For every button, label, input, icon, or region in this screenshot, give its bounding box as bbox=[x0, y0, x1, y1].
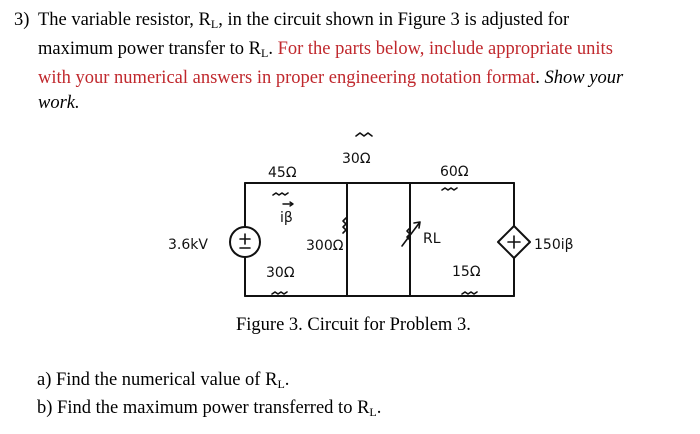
label-r-top-right: 60Ω bbox=[440, 164, 469, 180]
problem-parts: a) Find the numerical value of RL. b) Fi… bbox=[37, 368, 381, 424]
current-arrow bbox=[282, 201, 294, 207]
label-r-top-mid: 30Ω bbox=[342, 151, 371, 167]
problem-line-2: maximum power transfer to RL. For the pa… bbox=[38, 39, 613, 60]
units-instruction-cont: with your numerical answers in proper en… bbox=[38, 68, 536, 88]
voltage-source-plus bbox=[239, 233, 251, 249]
resistor-mid bbox=[342, 217, 347, 234]
part-a: a) Find the numerical value of RL. bbox=[37, 370, 290, 391]
dependent-source-diamond bbox=[497, 225, 531, 259]
part-b: b) Find the maximum power transferred to… bbox=[37, 398, 382, 419]
label-r-bottom-right: 15Ω bbox=[452, 264, 481, 280]
resistor-top-right bbox=[441, 187, 458, 191]
problem-line-3: with your numerical answers in proper en… bbox=[38, 68, 624, 88]
label-current: iβ bbox=[280, 210, 293, 226]
rl-arrow bbox=[401, 221, 421, 247]
resistor-top-mid bbox=[355, 132, 373, 137]
resistor-bottom-left bbox=[271, 291, 288, 295]
figure-caption: Figure 3. Circuit for Problem 3. bbox=[236, 315, 471, 335]
problem-line-1: 3)The variable resistor, RL, in the circ… bbox=[14, 10, 570, 31]
label-voltage-source: 3.6kV bbox=[168, 237, 208, 253]
problem-number: 3) bbox=[14, 10, 30, 30]
dependent-source-plus bbox=[507, 235, 521, 249]
label-r-bottom-left: 30Ω bbox=[266, 265, 295, 281]
label-r-top-left: 45Ω bbox=[268, 165, 297, 181]
label-dependent-source: 150iβ bbox=[534, 237, 574, 253]
label-rl: RL bbox=[423, 231, 441, 247]
resistor-bottom-right bbox=[461, 291, 478, 295]
resistor-top-left bbox=[272, 192, 289, 196]
label-r-mid: 300Ω bbox=[306, 238, 344, 254]
units-instruction: For the parts below, include appropriate… bbox=[277, 39, 613, 59]
voltage-source-circle bbox=[229, 226, 261, 258]
problem-line-4: work. bbox=[38, 93, 80, 113]
problem-statement: 3)The variable resistor, RL, in the circ… bbox=[14, 8, 694, 116]
